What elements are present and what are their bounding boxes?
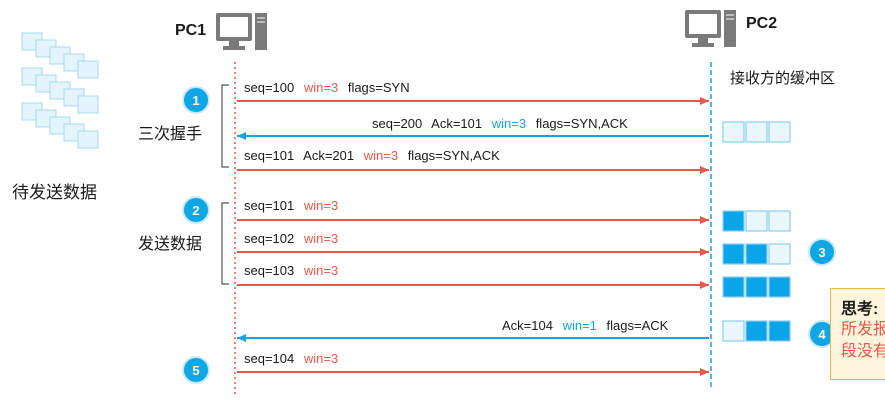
handshake-bracket	[221, 84, 229, 168]
left-caption: 待发送数据	[12, 183, 97, 202]
window-value: win=3	[303, 351, 339, 366]
message-label: seq=103 win=3	[244, 263, 344, 278]
message-label: seq=200 Ack=101 win=3 flags=SYN,ACK	[372, 116, 634, 131]
ack-value: Ack=104	[502, 318, 553, 333]
buffer-slot-empty	[768, 210, 791, 232]
buffer-slot-filled	[745, 243, 768, 265]
step-5-marker: 5	[182, 356, 210, 384]
flags-value: flags=SYN,ACK	[407, 148, 500, 163]
seq-value: seq=103	[244, 263, 295, 278]
pc1-label: PC1	[175, 22, 207, 39]
buffer-slot-filled	[722, 210, 745, 232]
buffer-slot-empty	[722, 320, 745, 342]
step-3-marker: 3	[808, 238, 836, 266]
arrow-head	[237, 132, 246, 140]
arrow-head	[700, 281, 709, 289]
seq-value: seq=101	[244, 148, 295, 163]
message-label: seq=102 win=3	[244, 231, 344, 246]
message-label: Ack=104 win=1 flags=ACK	[502, 318, 674, 333]
buffer-slot-empty	[768, 121, 791, 143]
buffer-slot-filled	[722, 243, 745, 265]
arrow-head	[700, 368, 709, 376]
receiver-buffer-caption: 接收方的缓冲区	[730, 70, 836, 87]
phase-send-data-label: 发送数据	[138, 236, 203, 253]
window-value: win=3	[303, 198, 339, 213]
buffer-slot-filled	[768, 276, 791, 298]
message-label: seq=100 win=3 flags=SYN	[244, 80, 416, 95]
phase-handshake-label: 三次握手	[138, 126, 203, 143]
message-label: seq=101 Ack=201 win=3 flags=SYN,ACK	[244, 148, 506, 163]
arrow-head	[700, 97, 709, 105]
pc1-computer-icon	[216, 13, 267, 50]
seq-value: seq=104	[244, 351, 295, 366]
buffer-slot-filled	[722, 276, 745, 298]
pc2-label: PC2	[746, 15, 778, 32]
buffer-slot-empty	[768, 243, 791, 265]
arrow-head	[700, 166, 709, 174]
ack-value: Ack=101	[431, 116, 483, 131]
flags-value: flags=SYN	[347, 80, 410, 95]
step-2-marker: 2	[182, 196, 210, 224]
window-value: win=3	[303, 231, 339, 246]
window-value: win=3	[303, 80, 339, 95]
arrow-head	[700, 248, 709, 256]
step-1-marker: 1	[182, 86, 210, 114]
buffer-slot-empty	[745, 210, 768, 232]
buffer-slot-filled	[745, 320, 768, 342]
buffer-slot-empty	[722, 121, 745, 143]
seq-value: seq=102	[244, 231, 295, 246]
window-value: win=1	[562, 318, 597, 333]
flags-value: flags=SYN,ACK	[535, 116, 628, 131]
ack-value: Ack=201	[303, 148, 355, 163]
buffer-slot-filled	[745, 276, 768, 298]
pc2-computer-icon	[685, 10, 736, 47]
arrow-head	[700, 216, 709, 224]
seq-value: seq=200	[372, 116, 423, 131]
window-value: win=3	[491, 116, 527, 131]
buffer-slot-empty	[745, 121, 768, 143]
flags-value: flags=ACK	[606, 318, 669, 333]
think-title: 思考:	[841, 301, 879, 318]
seq-value: seq=101	[244, 198, 295, 213]
arrow-head	[237, 334, 246, 342]
window-value: win=3	[363, 148, 399, 163]
data-stack-icon	[21, 32, 99, 149]
think-line-2: 段没有	[841, 343, 885, 360]
message-label: seq=104 win=3	[244, 351, 344, 366]
message-label: seq=101 win=3	[244, 198, 344, 213]
buffer-slot-filled	[768, 320, 791, 342]
window-value: win=3	[303, 263, 339, 278]
think-callout: 思考: 所发报 段没有	[830, 288, 885, 380]
data-bracket	[221, 202, 229, 285]
think-line-1: 所发报	[841, 321, 885, 338]
seq-value: seq=100	[244, 80, 295, 95]
